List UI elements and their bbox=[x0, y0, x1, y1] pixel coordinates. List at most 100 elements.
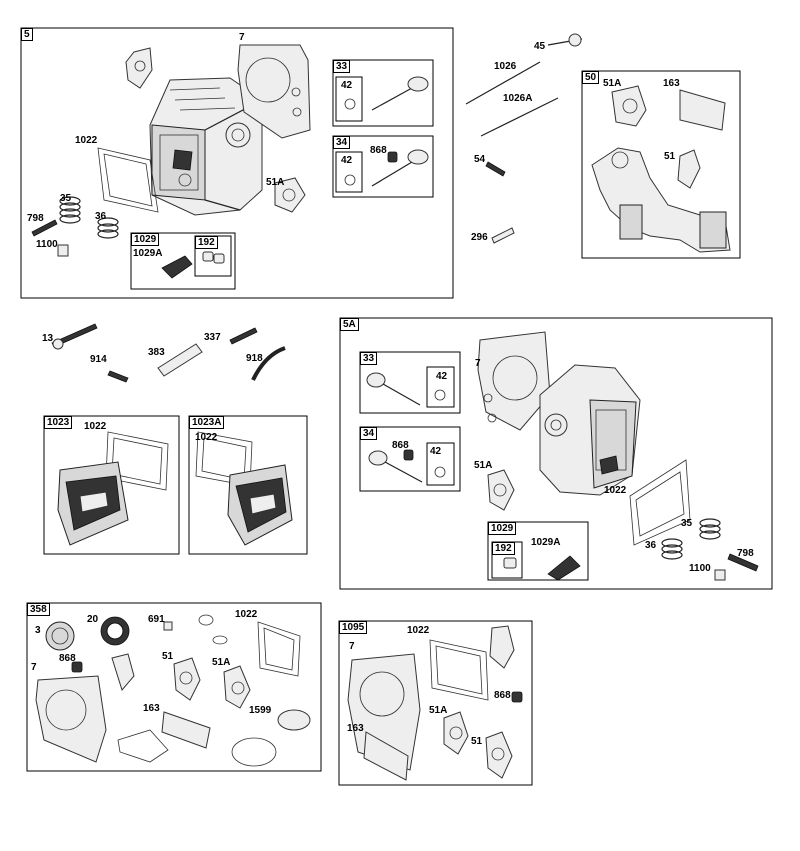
part-label: 163 bbox=[143, 703, 160, 714]
gasket-1022-358 bbox=[257, 621, 301, 677]
group-frame-42 bbox=[426, 366, 455, 408]
part-label: 1599 bbox=[249, 705, 272, 716]
part-label: 296 bbox=[471, 232, 488, 243]
group-label-1029: 1029 bbox=[488, 522, 517, 535]
gasket-1022-1095 bbox=[429, 639, 489, 701]
group-label-34: 34 bbox=[333, 136, 351, 149]
head-gasket-358 bbox=[35, 675, 107, 763]
group-label-5A: 5A bbox=[340, 318, 359, 331]
part-label: 1026 bbox=[494, 61, 517, 72]
valve-cover-1023 bbox=[57, 461, 129, 546]
breather-383 bbox=[157, 343, 203, 377]
seal-3 bbox=[45, 621, 75, 651]
group-frame-34 bbox=[332, 135, 434, 198]
gasket-51A bbox=[274, 177, 306, 213]
spring-36b bbox=[661, 538, 683, 560]
gasket-51 bbox=[677, 149, 701, 189]
part-label: 918 bbox=[246, 353, 263, 364]
bolt-914 bbox=[107, 370, 129, 383]
group-frame-34 bbox=[359, 426, 461, 492]
cylinder-head-5A-drawing bbox=[539, 364, 641, 496]
part-label: 36 bbox=[645, 540, 657, 551]
part-label: 1022 bbox=[195, 432, 218, 443]
part-label: 868 bbox=[370, 145, 387, 156]
head-gasket bbox=[237, 44, 311, 139]
part-label: 51 bbox=[162, 651, 174, 662]
group-frame-50 bbox=[581, 70, 741, 259]
group-frame-1023A bbox=[188, 415, 308, 555]
group-frame-358 bbox=[26, 602, 322, 772]
group-frame-1023 bbox=[43, 415, 180, 555]
bolt-337 bbox=[229, 327, 258, 345]
part-label: 868 bbox=[59, 653, 76, 664]
part-label: 3 bbox=[35, 625, 41, 636]
gasket-1022-5A bbox=[629, 459, 691, 546]
pivot-192 bbox=[202, 251, 214, 262]
gasket-small-1095 bbox=[489, 625, 515, 669]
bolt-54 bbox=[485, 161, 506, 177]
group-frame-33 bbox=[359, 351, 461, 414]
seal-868 bbox=[71, 661, 83, 673]
valve-33 bbox=[344, 76, 429, 111]
group-label-192: 192 bbox=[195, 236, 218, 249]
part-label: 7 bbox=[349, 641, 355, 652]
part-label: 51 bbox=[664, 151, 676, 162]
valve-cover-1023A bbox=[227, 464, 293, 546]
part-label: 914 bbox=[90, 354, 107, 365]
part-label: 51A bbox=[266, 177, 285, 188]
part-label: 1029A bbox=[531, 537, 561, 548]
push-rod-1026 bbox=[465, 61, 541, 105]
group-frame-33 bbox=[332, 59, 434, 127]
part-label: 51 bbox=[471, 736, 483, 747]
part-label: 7 bbox=[475, 358, 481, 369]
rocker-arm-1029A bbox=[161, 255, 193, 279]
bolt-798 bbox=[31, 219, 58, 237]
spring-35 bbox=[59, 196, 81, 224]
part-label: 51A bbox=[474, 460, 493, 471]
part-label: 691 bbox=[148, 614, 165, 625]
part-label: 42 bbox=[436, 371, 448, 382]
group-label-358: 358 bbox=[27, 603, 50, 616]
group-label-33: 33 bbox=[333, 60, 351, 73]
group-label-5: 5 bbox=[21, 28, 33, 41]
group-label-50: 50 bbox=[582, 71, 600, 84]
bolt-798b bbox=[727, 553, 759, 572]
group-label-33: 33 bbox=[360, 352, 378, 365]
part-label: 163 bbox=[347, 723, 364, 734]
part-label: 51A bbox=[212, 657, 231, 668]
part-label: 1022 bbox=[235, 609, 258, 620]
intake-gasket-small bbox=[125, 47, 153, 89]
gasket-51A-intake bbox=[611, 85, 647, 127]
seal-1599 bbox=[277, 709, 311, 731]
part-label: 798 bbox=[737, 548, 754, 559]
gasket-51A-1095 bbox=[443, 711, 469, 755]
spring-36 bbox=[97, 217, 119, 239]
part-label: 35 bbox=[60, 193, 72, 204]
part-label: 35 bbox=[681, 518, 693, 529]
clip-1100 bbox=[57, 244, 69, 257]
part-label: 163 bbox=[663, 78, 680, 89]
group-frame-1029 bbox=[487, 521, 589, 581]
gasket-51A-358 bbox=[223, 665, 251, 709]
group-frame-1029 bbox=[130, 232, 236, 290]
hose-918 bbox=[251, 346, 286, 381]
part-label: 42 bbox=[341, 155, 353, 166]
gasket-small-358 bbox=[111, 653, 135, 692]
group-label-1029: 1029 bbox=[131, 233, 160, 246]
part-label: 868 bbox=[392, 440, 409, 451]
part-label: 36 bbox=[95, 211, 107, 222]
part-label: 42 bbox=[341, 80, 353, 91]
part-label: 1100 bbox=[689, 563, 711, 574]
valve-33b bbox=[366, 372, 446, 406]
spring-35b bbox=[699, 518, 721, 540]
part-label: 45 bbox=[534, 41, 546, 52]
group-label-1023: 1023 bbox=[44, 416, 73, 429]
gasket-1022 bbox=[105, 431, 169, 491]
part-label: 868 bbox=[494, 690, 511, 701]
clip-1100b bbox=[714, 569, 726, 581]
valve-cover-gasket bbox=[97, 147, 159, 213]
push-rod-1026A bbox=[480, 97, 559, 137]
group-frame-5A bbox=[339, 317, 773, 590]
